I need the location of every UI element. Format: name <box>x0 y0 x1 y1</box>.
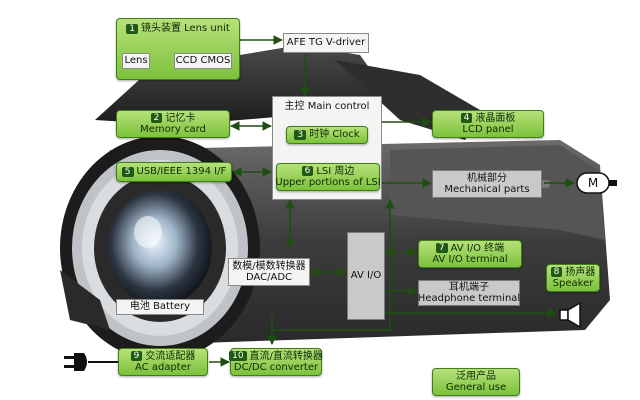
clock-number: 3 <box>294 129 307 141</box>
general-use-label-cn: 泛用产品 <box>456 370 496 382</box>
av-io-block: AV I/O <box>347 232 385 320</box>
general-use-label-en: General use <box>445 382 507 393</box>
speaker-label-cn: 扬声器 <box>565 266 596 278</box>
lens-unit-label: 镜头装置 Lens unit <box>140 23 230 34</box>
mechanical-label-cn: 机械部分 <box>467 172 507 184</box>
usb-label: USB/IEEE 1394 I/F <box>136 166 227 178</box>
mechanical-parts-block: 机械部分 Mechanical parts <box>432 170 542 198</box>
usb-number: 5 <box>121 166 134 178</box>
motor-label: M <box>588 176 598 190</box>
afe-label: AFE TG V-driver <box>286 37 366 49</box>
memory-card-number: 2 <box>150 113 163 124</box>
lsi-label-cn: LSI 周边 <box>316 165 355 177</box>
mechanical-label-en: Mechanical parts <box>444 184 530 195</box>
lcd-panel-number: 4 <box>460 113 473 124</box>
dcdc-label-cn: 直流/直流转换器 <box>249 350 323 362</box>
lsi-number: 6 <box>301 166 314 177</box>
general-use-legend: 泛用产品 General use <box>432 368 520 396</box>
lcd-panel-label-cn: 液晶面板 <box>475 112 516 124</box>
av-terminal-number: 7 <box>435 243 448 254</box>
afe-block: AFE TG V-driver <box>283 33 369 53</box>
dcdc-number: 10 <box>229 351 247 362</box>
speaker-number: 8 <box>550 267 563 278</box>
av-terminal-label-cn: AV I/O 终端 <box>450 242 505 254</box>
clock-label: 时钟 Clock <box>309 129 360 141</box>
dac-label-en: DAC/ADC <box>245 272 293 283</box>
ac-adapter-number: 9 <box>130 351 143 362</box>
battery-block: 电池 Battery <box>116 299 204 315</box>
memory-card-label-cn: 记忆卡 <box>165 112 196 124</box>
dac-label-cn: 数模/模数转换器 <box>232 260 306 272</box>
camera-hand-strap <box>60 270 110 330</box>
motor-icon: M <box>576 172 617 194</box>
speaker-icon <box>559 301 581 329</box>
dac-adc-block: 数模/模数转换器 DAC/ADC <box>228 258 310 286</box>
lens-block: Lens <box>122 53 150 69</box>
lens-label: Lens <box>124 55 148 67</box>
lcd-panel-label-en: LCD panel <box>462 124 514 135</box>
memory-card-label-en: Memory card <box>140 124 206 135</box>
battery-label: 电池 Battery <box>129 301 191 313</box>
ccd-cmos-block: CCD CMOS <box>174 53 232 69</box>
ac-adapter-label-cn: 交流适配器 <box>145 350 196 362</box>
headphone-label-cn: 耳机端子 <box>449 281 489 293</box>
av-terminal-label-en: AV I/O terminal <box>432 254 508 265</box>
speaker-label-en: Speaker <box>552 278 594 289</box>
dcdc-label-en: DC/DC converter <box>233 362 319 373</box>
lsi-label-en: Upper portions of LSI <box>275 177 381 188</box>
headphone-block: 耳机端子 Headphone terminal <box>418 280 520 306</box>
lens-unit-number: 1 <box>126 23 138 34</box>
camera-lens <box>60 136 260 360</box>
av-io-label: AV I/O <box>350 270 382 282</box>
ccd-cmos-label: CCD CMOS <box>175 55 231 67</box>
main-control-label: 主控 Main control <box>284 101 370 112</box>
headphone-label-en: Headphone terminal <box>417 293 521 304</box>
ac-adapter-label-en: AC adapter <box>135 362 191 373</box>
